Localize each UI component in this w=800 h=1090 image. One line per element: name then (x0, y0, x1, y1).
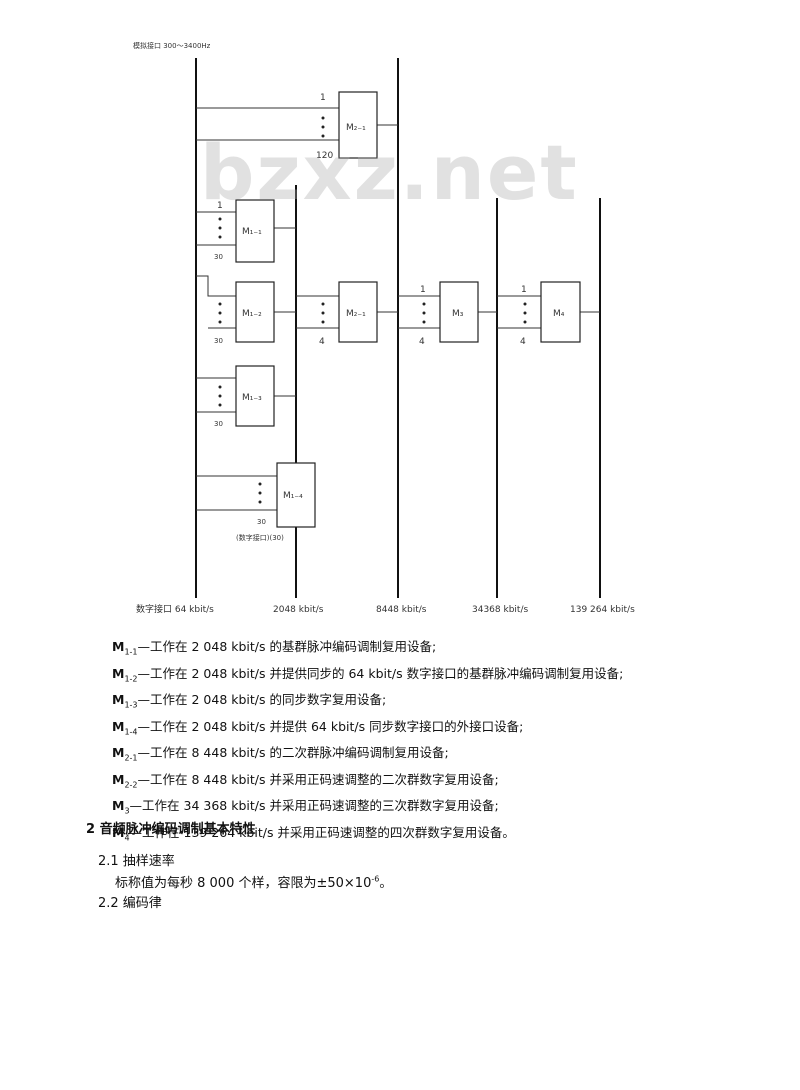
legend-row-m1-3: M1-3—工作在 2 048 kbit/s 的同步数字复用设备; (112, 692, 387, 710)
m2-1-channel-120: 120 (316, 151, 333, 161)
box-m2-x-label: M₂₋₁ (346, 309, 366, 319)
analog-interface-label: 模拟接口 300～3400Hz (133, 41, 211, 50)
digital-interface-note: (数字接口)(30) (236, 533, 284, 542)
box-m1-1-label: M₁₋₁ (242, 227, 262, 237)
m1-1-channel-30: 30 (214, 253, 223, 261)
m1-1-channel-1: 1 (217, 201, 223, 211)
equipment-legend: M1-1—工作在 2 048 kbit/s 的基群脉冲编码调制复用设备; M1-… (112, 636, 772, 848)
rate-label-2048: 2048 kbit/s (273, 605, 324, 615)
subsection-coding-law: 2.2 编码律 (98, 896, 162, 911)
box-m1-3 (235, 365, 275, 427)
rate-label-139264: 139 264 kbit/s (570, 605, 635, 615)
box-m1-4-label: M₁₋₄ (283, 491, 303, 501)
rate-label-8448: 8448 kbit/s (376, 605, 427, 615)
m4-channel-4: 4 (520, 337, 526, 347)
box-m1-2-label: M₁₋₂ (242, 309, 262, 319)
box-m1-2 (235, 281, 275, 343)
legend-row-m2-2: M2-2—工作在 8 448 kbit/s 并采用正码速调整的二次群数字复用设备… (112, 771, 499, 790)
m1-3-channel-30: 30 (214, 420, 223, 428)
sampling-rate-body: 标称值为每秒 8 000 个样，容限为±50×10-6。 (115, 874, 393, 891)
box-m1-4 (276, 462, 316, 528)
legend-row-m2-1: M2-1—工作在 8 448 kbit/s 的二次群脉冲编码调制复用设备; (112, 745, 449, 763)
legend-row-m3: M3—工作在 34 368 kbit/s 并采用正码速调整的三次群数字复用设备; (112, 798, 499, 816)
box-m1-1 (235, 199, 275, 263)
m1-2-channel-30: 30 (214, 337, 223, 345)
box-m1-3-label: M₁₋₃ (242, 393, 262, 403)
box-m3 (439, 281, 479, 343)
subsection-sampling-rate: 2.1 抽样速率 (98, 854, 175, 869)
m4-channel-1: 1 (521, 285, 527, 295)
m2-1-channel-1: 1 (320, 93, 326, 103)
box-m4 (540, 281, 581, 343)
m3-channel-1: 1 (420, 285, 426, 295)
legend-row-m1-4: M1-4—工作在 2 048 kbit/s 并提供 64 kbit/s 同步数字… (112, 718, 524, 737)
box-m3-label: M₃ (452, 309, 464, 319)
box-m2-1 (338, 91, 378, 159)
watermark: bzxz.net (200, 128, 579, 217)
box-m2-1-label: M₂₋₁ (346, 123, 366, 133)
legend-row-m4: M4—工作在 139 264 kbit/s 并采用正码速调整的四次群数字复用设备… (112, 824, 515, 843)
section-title: 2 音频脉冲编码调制基本特性 (86, 822, 256, 837)
legend-row-m1-2: M1-2—工作在 2 048 kbit/s 并提供同步的 64 kbit/s 数… (112, 665, 624, 684)
box-m4-label: M₄ (553, 309, 565, 319)
m1-4-channel-30: 30 (257, 518, 266, 526)
m2-x-channel-4: 4 (319, 337, 325, 347)
rate-label-34368: 34368 kbit/s (472, 605, 528, 615)
m3-channel-4: 4 (419, 337, 425, 347)
multiplex-hierarchy-diagram: 模拟接口 300～3400Hz M₂₋₁ 1 120 M₁₋₁ 1 30 M₁₋… (133, 41, 635, 615)
box-m2-x (338, 281, 378, 343)
legend-row-m1-1: M1-1—工作在 2 048 kbit/s 的基群脉冲编码调制复用设备; (112, 639, 437, 657)
rate-label-64: 数字接口 64 kbit/s (136, 603, 214, 615)
